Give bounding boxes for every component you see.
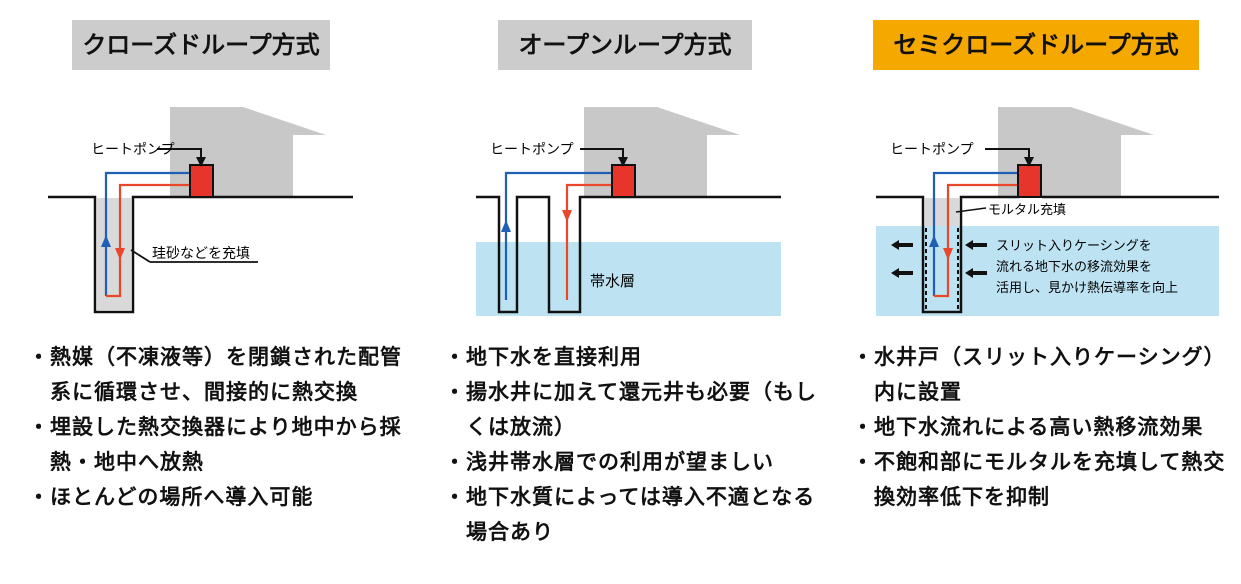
heat-pump-label: ヒートポンプ (490, 142, 574, 158)
bullet-item: ほとんどの場所へ導入可能 (28, 480, 403, 515)
flow-arrow-down-icon (943, 248, 953, 260)
slit-casing-note-line: 流れる地下水の移流効果を (996, 260, 1152, 275)
heat-pump-leader (580, 148, 628, 167)
bullet-item: 浅井帯水層での利用が望ましい (444, 445, 819, 480)
aquifer-label: 帯水層 (590, 272, 635, 290)
ground-line (876, 195, 1019, 314)
closed-loop-diagram: ヒートポンプ 珪砂などを充填 (48, 107, 353, 314)
mortar-fill (925, 198, 959, 226)
bullet-item: 揚水井に加えて還元井も必要（もしくは放流） (444, 375, 819, 445)
flow-arrow-up-icon (101, 235, 111, 247)
supply-pipe (932, 171, 1018, 296)
bullet-list: 熱媒（不凍液等）を閉鎖された配管系に循環させ、間接的に熱交換 埋設した熱交換器に… (28, 340, 403, 515)
heat-pump-leader (985, 148, 1034, 167)
bullet-list: 水井戸（スリット入りケーシング）内に設置 地下水流れによる高い熱移流効果 不飽和… (852, 340, 1227, 515)
panel-semi-closed-loop: セミクローズドループ方式 ヒートポンプ モルタル充填 (828, 0, 1241, 584)
bullet-item: 熱媒（不凍液等）を閉鎖された配管系に循環させ、間接的に熱交換 (28, 340, 403, 410)
slit-casing-note-line: スリット入りケーシングを (996, 239, 1152, 254)
open-loop-diagram: ヒートポンプ 帯水層 (476, 107, 781, 316)
bullet-item: 不飽和部にモルタルを充填して熱交換効率低下を抑制 (852, 445, 1227, 515)
return-pipe (934, 183, 1018, 298)
bullet-item: 地下水を直接利用 (444, 340, 819, 375)
borehole-fill (97, 198, 131, 310)
bullet-item: 水井戸（スリット入りケーシング）内に設置 (852, 340, 1227, 410)
panel-closed-loop: クローズドループ方式 ヒートポンプ 珪砂などを充填 熱媒（不凍液等）を閉鎖された… (0, 0, 413, 584)
bullet-item: 地下水流れによる高い熱移流効果 (852, 410, 1227, 445)
fill-leader (130, 249, 151, 263)
panel-title: セミクローズドループ方式 (873, 20, 1199, 70)
return-pipe (565, 183, 612, 300)
flow-arrow-down-icon (115, 248, 125, 260)
supply-pipe (104, 171, 190, 296)
heat-pump-box (611, 164, 636, 198)
bullet-item: 地下水質によっては導入不適となる場合あり (444, 480, 819, 550)
flow-arrow-up-icon (501, 220, 511, 232)
panel-open-loop: オープンループ方式 ヒートポンプ 帯水層 地下水を直接利用 揚水井に加えて還元井… (414, 0, 827, 584)
aquifer-layer (476, 242, 781, 316)
flow-arrow-down-icon (562, 210, 572, 222)
heat-pump-box (1017, 164, 1042, 198)
flow-left-arrow-icon (965, 240, 987, 250)
groundwater-flow-arrows (891, 240, 987, 278)
heat-pump-label: ヒートポンプ (890, 142, 974, 158)
bullet-list: 地下水を直接利用 揚水井に加えて還元井も必要（もしくは放流） 浅井帯水層での利用… (444, 340, 819, 550)
return-pipe (106, 183, 190, 298)
heat-pump-label: ヒートポンプ (91, 142, 175, 158)
heat-pump-box (189, 164, 214, 198)
flow-left-arrow-icon (891, 268, 913, 278)
panel-title: クローズドループ方式 (72, 20, 330, 70)
flow-arrow-up-icon (929, 235, 939, 247)
heat-pump-leader (157, 148, 206, 167)
mortar-label: モルタル充填 (988, 202, 1066, 218)
ground-line (476, 195, 781, 314)
fill-material-label: 珪砂などを充填 (152, 246, 250, 262)
house-shape (584, 107, 740, 197)
bullet-item: 埋設した熱交換器により地中から採熱・地中へ放熱 (28, 410, 403, 480)
slit-casing-note-line: 活用し、見かけ熱伝導率を向上 (996, 280, 1178, 296)
flow-left-arrow-icon (965, 268, 987, 278)
panel-title: オープンループ方式 (498, 20, 752, 70)
supply-pipe (504, 171, 612, 300)
mortar-leader (955, 207, 987, 213)
ground-line (48, 195, 353, 314)
semi-closed-loop-diagram: ヒートポンプ モルタル充填 スリット入りケーシングを 流れる地下水の移流効果を … (876, 107, 1219, 316)
flow-left-arrow-icon (891, 240, 913, 250)
